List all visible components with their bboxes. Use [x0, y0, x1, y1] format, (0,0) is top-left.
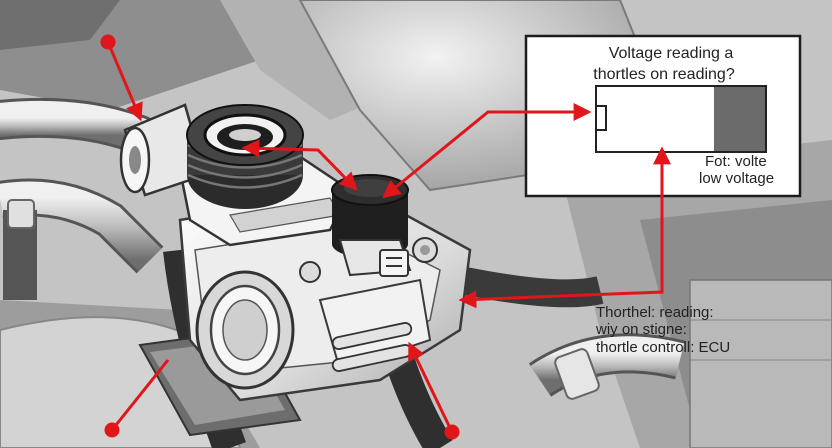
arrow-battery-to-body — [458, 146, 671, 309]
side-label-line-2: wiy on stigne: — [595, 321, 687, 338]
arrow-bottom-middle — [408, 341, 460, 440]
callout-note-2: low voltage — [699, 170, 774, 187]
side-label-line-3: thortle controll: ECU — [596, 339, 730, 356]
callout-line-1: Voltage reading a — [609, 45, 734, 62]
threaded-cap — [186, 104, 304, 209]
arrow-callout-to-sensor — [382, 103, 592, 199]
battery-charge-level — [714, 87, 765, 151]
arrow-cap-to-sensor — [241, 139, 358, 191]
arrow-bottom-left — [104, 359, 170, 438]
battery-terminal — [595, 105, 607, 131]
side-label-line-1: Thorthel: reading: — [596, 304, 714, 321]
callout-note-1: Fot: volte — [705, 153, 767, 170]
callout-line-2: thortles on reading? — [593, 66, 735, 83]
red-arrows — [100, 34, 671, 440]
side-label: Thorthel: reading: wiy on stigne: thortl… — [595, 304, 730, 356]
intake-nozzle — [119, 103, 207, 197]
arrow-top-left — [100, 34, 143, 122]
